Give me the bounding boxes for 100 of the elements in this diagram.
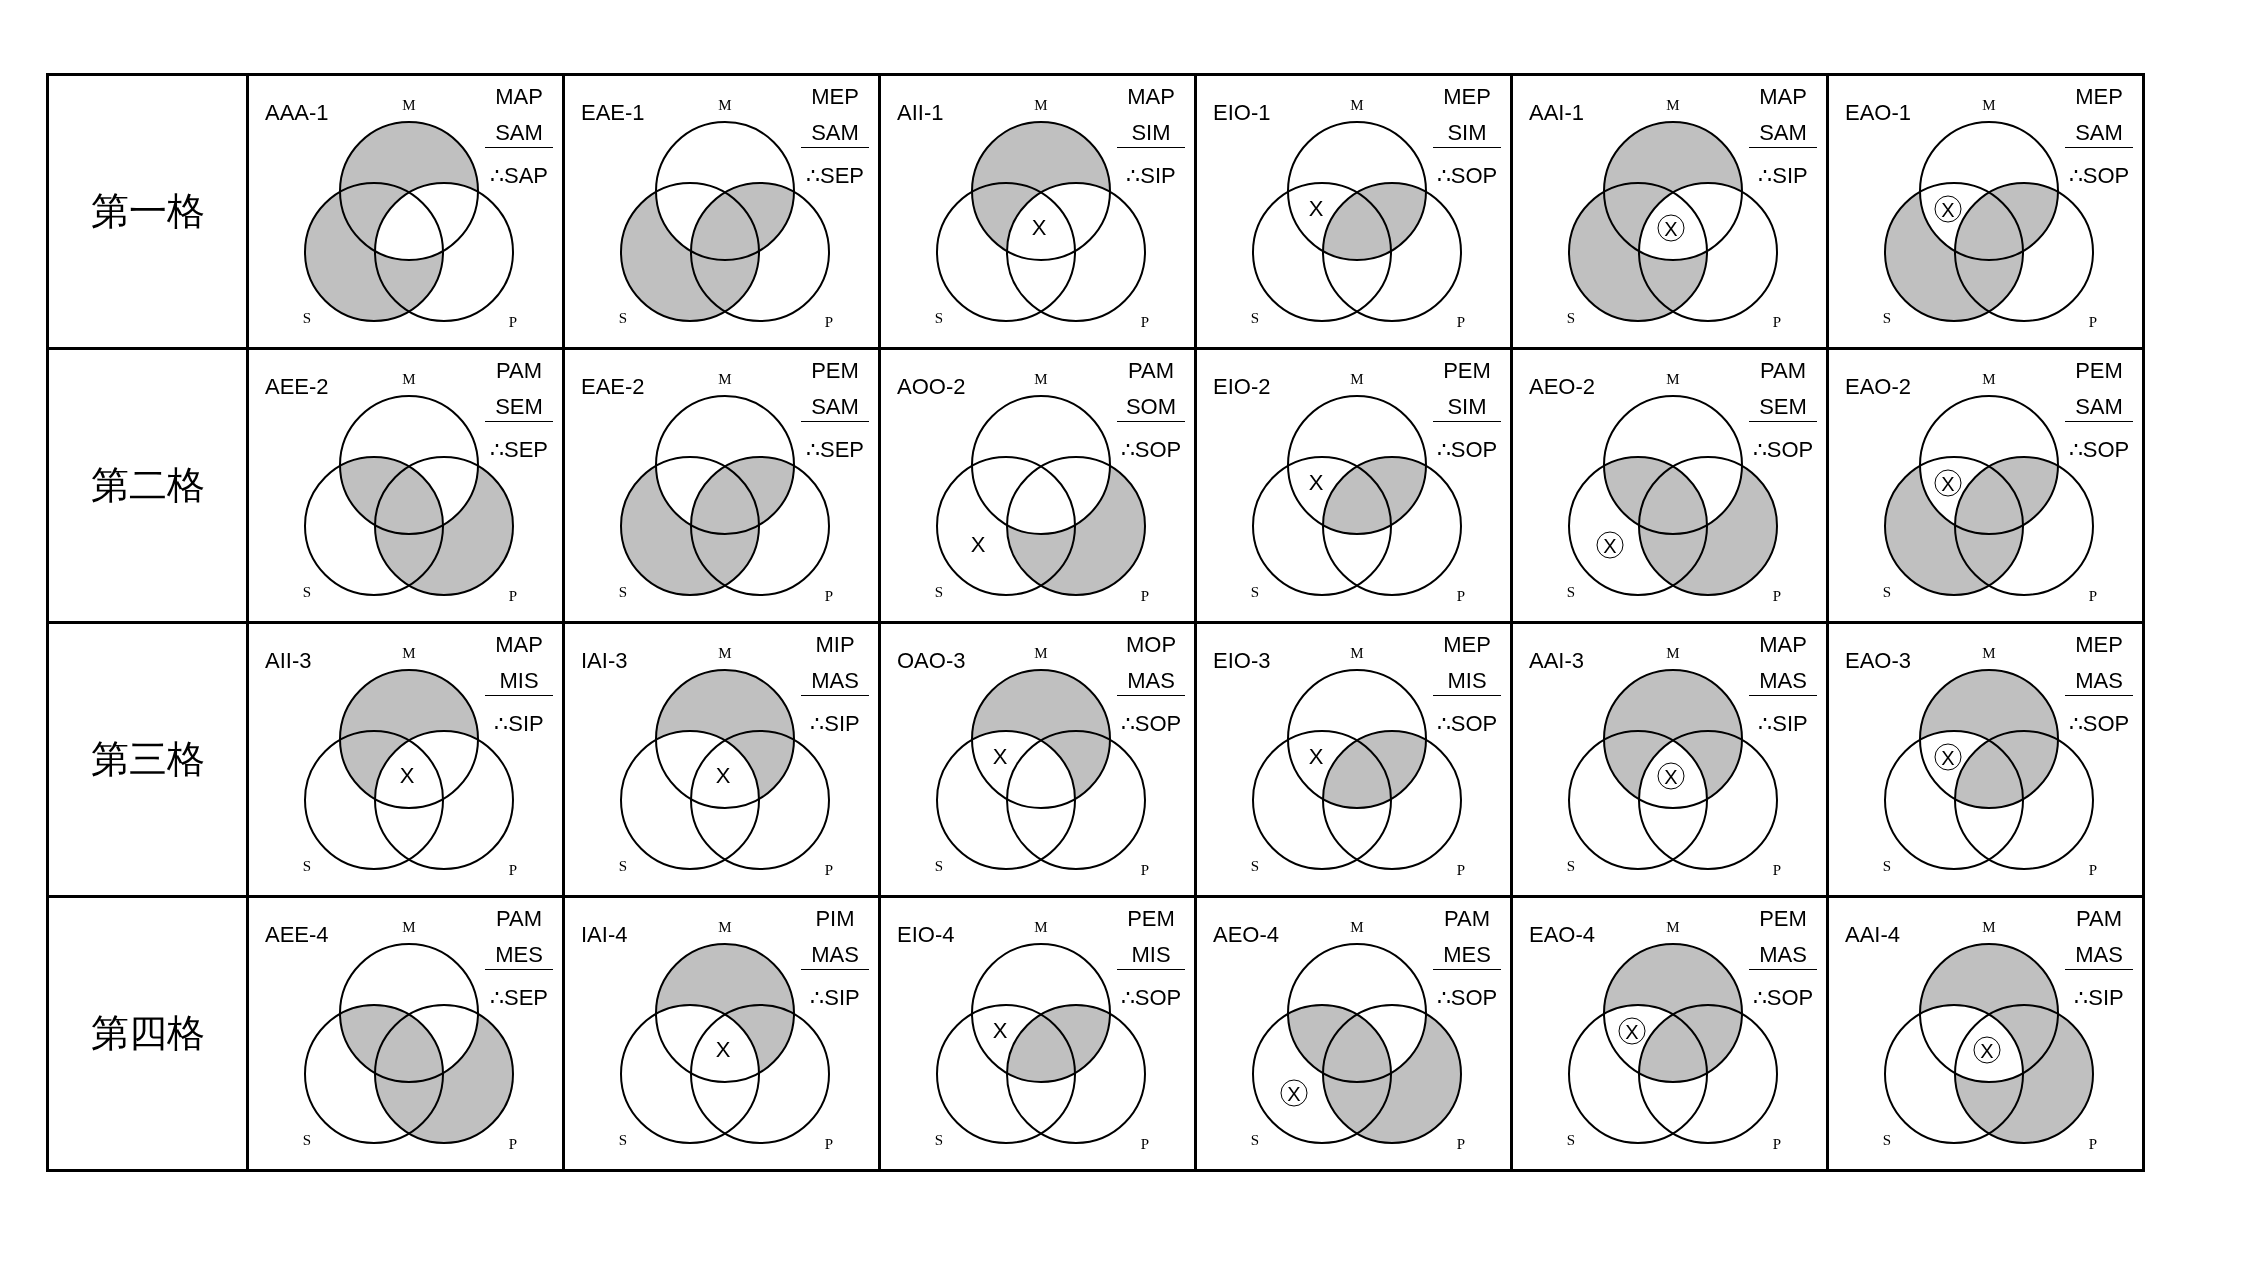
form-label: OAO-3 (897, 650, 966, 672)
conclusion: ∴SOP (2067, 711, 2131, 737)
x-mark: X (992, 746, 1008, 768)
minor-premise: SAM (1749, 120, 1817, 148)
circle-label: M (1982, 645, 1996, 661)
circle-label: S (1566, 858, 1576, 874)
circle-label: P (1140, 588, 1150, 604)
circle-label: M (1034, 919, 1048, 935)
row-heading: 第三格 (90, 736, 205, 782)
form-label: AEE-2 (265, 376, 329, 398)
x-mark: X (715, 765, 731, 787)
circle-label: P (1140, 1136, 1150, 1152)
conclusion: ∴SOP (1751, 985, 1815, 1011)
x-mark: X (399, 765, 415, 787)
venn-cell (1513, 624, 1826, 895)
form-label: AAI-4 (1845, 924, 1901, 946)
circle-label: S (1250, 310, 1260, 326)
minor-premise: MAS (1749, 668, 1817, 696)
venn-cell (249, 624, 562, 895)
venn-cell (565, 76, 878, 347)
venn-cell (1197, 898, 1510, 1169)
circle-label: P (508, 862, 518, 878)
conclusion: ∴SIP (2073, 985, 2125, 1011)
major-premise: PAM (494, 358, 543, 384)
major-premise: PEM (2074, 358, 2124, 384)
circle-label: S (618, 858, 628, 874)
form-label: IAI-4 (581, 924, 628, 946)
row-heading: 第一格 (90, 188, 205, 234)
minor-premise: SAM (485, 120, 553, 148)
venn-cell (565, 350, 878, 621)
circle-label: P (1140, 862, 1150, 878)
venn-cell (249, 76, 562, 347)
circle-label: S (1566, 1132, 1576, 1148)
header-cell (49, 76, 246, 347)
form-label: EIO-3 (1213, 650, 1271, 672)
minor-premise: MES (1433, 942, 1501, 970)
major-premise: MAP (494, 84, 544, 110)
conclusion: ∴SOP (1119, 985, 1183, 1011)
major-premise: MEP (2074, 84, 2124, 110)
venn-cell (565, 898, 878, 1169)
form-label: AAA-1 (265, 102, 329, 124)
circle-label: M (718, 97, 732, 113)
minor-premise: MAS (2065, 668, 2133, 696)
form-label: EIO-4 (897, 924, 955, 946)
venn-cell (1513, 76, 1826, 347)
major-premise: PEM (1126, 906, 1176, 932)
conclusion: ∴SIP (809, 711, 861, 737)
circle-label: M (402, 371, 416, 387)
major-premise: PEM (810, 358, 860, 384)
circle-label: P (1772, 862, 1782, 878)
minor-premise: SIM (1117, 120, 1185, 148)
circle-label: P (1772, 314, 1782, 330)
header-cell (49, 350, 246, 621)
major-premise: MEP (1442, 632, 1492, 658)
circle-label: P (508, 1136, 518, 1152)
form-label: AAI-1 (1529, 102, 1585, 124)
form-label: EIO-1 (1213, 102, 1271, 124)
major-premise: PAM (1442, 906, 1491, 932)
conclusion: ∴SOP (1751, 437, 1815, 463)
circle-label: M (718, 919, 732, 935)
header-cell (49, 624, 246, 895)
minor-premise: MAS (1117, 668, 1185, 696)
circle-label: M (402, 97, 416, 113)
circle-label: M (1034, 371, 1048, 387)
x-mark: X (715, 1039, 731, 1061)
circle-label: M (718, 371, 732, 387)
minor-premise: MAS (801, 942, 869, 970)
major-premise: MEP (810, 84, 860, 110)
circle-label: P (824, 314, 834, 330)
conclusion: ∴SOP (1435, 985, 1499, 1011)
circle-label: M (1034, 97, 1048, 113)
minor-premise: MIS (485, 668, 553, 696)
circle-label: M (1666, 97, 1680, 113)
circle-label: P (824, 862, 834, 878)
venn-cell (1829, 624, 2142, 895)
minor-premise: SAM (801, 394, 869, 422)
minor-premise: MIS (1117, 942, 1185, 970)
minor-premise: MAS (2065, 942, 2133, 970)
conclusion: ∴SIP (1757, 163, 1809, 189)
circle-label: M (402, 645, 416, 661)
major-premise: MOP (1124, 632, 1178, 658)
circle-label: S (1882, 858, 1892, 874)
circle-label: S (618, 1132, 628, 1148)
form-label: AEE-4 (265, 924, 329, 946)
circle-label: S (934, 584, 944, 600)
minor-premise: MIS (1433, 668, 1501, 696)
circle-label: M (1350, 645, 1364, 661)
conclusion: ∴SEP (489, 437, 549, 463)
venn-cell (1197, 76, 1510, 347)
venn-cell (1513, 350, 1826, 621)
circle-label: P (508, 314, 518, 330)
minor-premise: SAM (2065, 394, 2133, 422)
circle-label: M (402, 919, 416, 935)
circle-label: M (1350, 97, 1364, 113)
form-label: AII-1 (897, 102, 944, 124)
circle-label: S (302, 310, 312, 326)
venn-cell (565, 624, 878, 895)
x-mark: X (992, 1020, 1008, 1042)
conclusion: ∴SOP (2067, 437, 2131, 463)
form-label: AEO-4 (1213, 924, 1280, 946)
